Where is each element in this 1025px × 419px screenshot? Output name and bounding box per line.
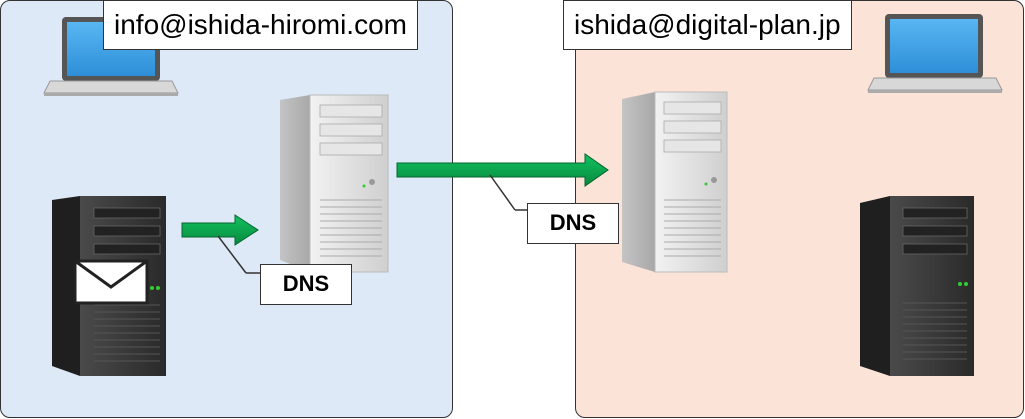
laptop-icon	[867, 14, 1003, 93]
arrow-icon	[396, 153, 609, 187]
envelope-icon	[73, 259, 149, 305]
dns-label-right: DNS	[527, 203, 619, 244]
callout-line	[489, 174, 516, 211]
callout-line	[217, 235, 247, 274]
dns-server-icon	[280, 94, 389, 273]
arrow-icon	[181, 214, 259, 246]
dns-server-icon	[622, 91, 728, 273]
dns-label-left: DNS	[260, 264, 352, 305]
sender-email-address: info@ishida-hiromi.com	[103, 0, 418, 50]
mail-server-icon	[860, 196, 974, 376]
recipient-email-address: ishida@digital-plan.jp	[563, 0, 852, 50]
